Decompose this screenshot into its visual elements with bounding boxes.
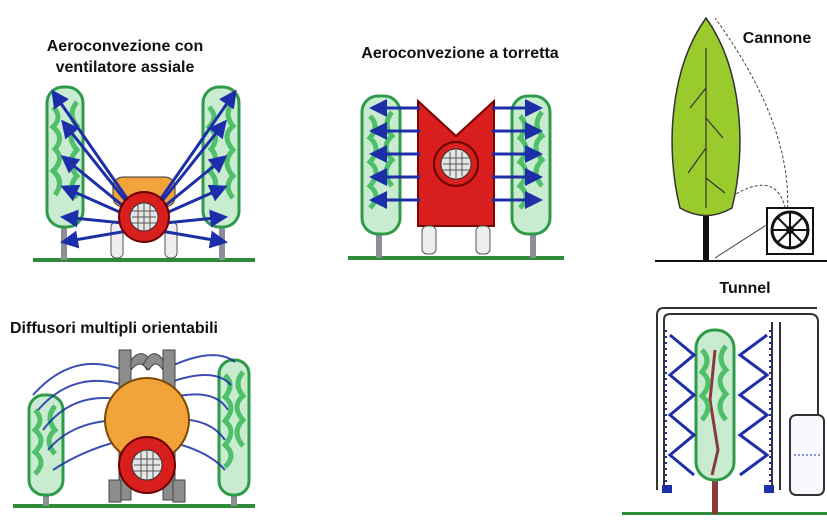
fan-icon	[433, 141, 479, 187]
wheel-icon	[421, 225, 437, 255]
fan-icon	[118, 191, 170, 243]
tunnel-title: Tunnel	[719, 280, 771, 297]
axial-title-line1: Aeroconvezione con	[46, 38, 204, 55]
air-arrow-icon	[369, 99, 543, 209]
axial-fan-diagram	[33, 82, 255, 277]
tree-icon	[694, 328, 736, 514]
tunnel-diagram	[622, 300, 827, 520]
tunnel-frame	[656, 307, 819, 490]
right-tree-icon	[217, 358, 251, 506]
air-arrow-icon	[667, 333, 770, 477]
multi-title: Diffusori multipli orientabili	[10, 320, 218, 337]
tree-icon	[671, 16, 741, 260]
cannon-icon	[766, 207, 814, 255]
tower-diagram	[348, 76, 564, 271]
cannon-title: Cannone	[742, 30, 812, 47]
left-tree-icon	[45, 85, 85, 260]
cannon-diagram	[655, 8, 827, 270]
ground-line	[33, 258, 255, 262]
tower-title: Aeroconvezione a torretta	[361, 45, 559, 62]
nozzles	[665, 330, 771, 485]
left-tree-icon	[27, 393, 65, 506]
fan-icon	[118, 436, 176, 494]
wheel-icon	[475, 225, 491, 255]
multi-diffuser-diagram	[13, 340, 255, 512]
axial-title: Aeroconvezione con ventilatore assiale	[20, 36, 230, 78]
axial-title-line2: ventilatore assiale	[55, 59, 195, 76]
